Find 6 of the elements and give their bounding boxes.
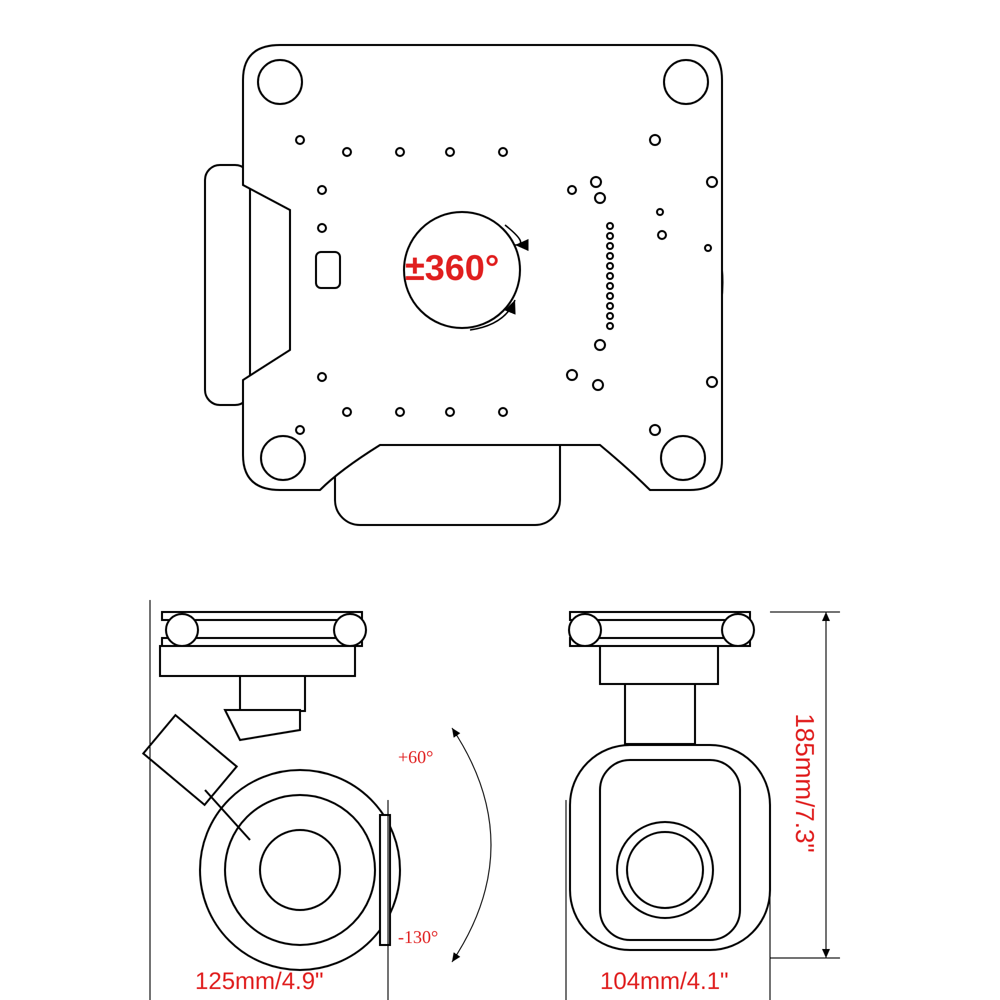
dimension-label: 185mm/7.3" xyxy=(792,712,818,855)
dimension-label: 104mm/4.1" xyxy=(600,970,729,994)
dimension-label: 125mm/4.9" xyxy=(195,970,324,994)
angle-label: +60° xyxy=(398,748,434,766)
rotation-label: ±360° xyxy=(405,250,500,286)
angle-label: -130° xyxy=(398,928,438,946)
